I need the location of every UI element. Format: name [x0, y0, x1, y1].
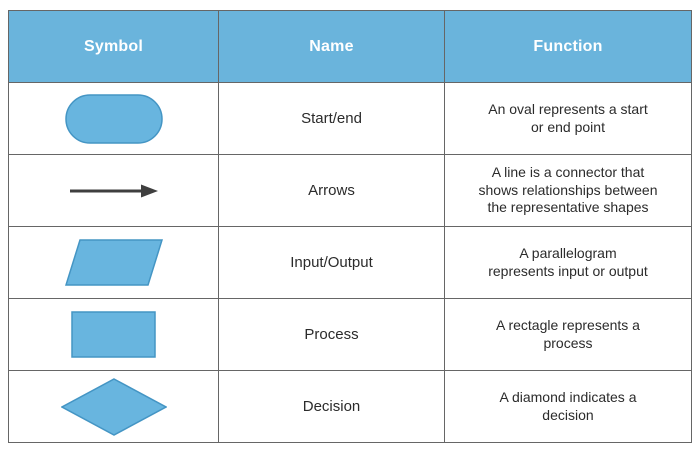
arrow-icon: [69, 183, 158, 199]
table-row-arrows: Arrows A line is a connector that shows …: [9, 155, 691, 227]
symbol-cell: [9, 227, 219, 298]
flowchart-symbols-table: Symbol Name Function Start/end An oval r…: [8, 10, 692, 443]
parallelogram-icon: [64, 239, 163, 286]
name-label: Start/end: [301, 110, 362, 127]
name-label: Input/Output: [290, 254, 373, 271]
column-header-function-label: Function: [533, 37, 603, 55]
symbol-cell: [9, 155, 219, 226]
column-header-symbol-label: Symbol: [84, 37, 143, 55]
name-label: Arrows: [308, 182, 355, 199]
column-header-symbol: Symbol: [9, 11, 219, 82]
table-row-start-end: Start/end An oval represents a start or …: [9, 83, 691, 155]
function-label: A line is a connector that shows relatio…: [478, 163, 658, 216]
oval-icon: [64, 93, 163, 144]
table-header-row: Symbol Name Function: [9, 11, 691, 83]
function-label: An oval represents a start or end point: [488, 100, 648, 135]
name-label: Decision: [302, 398, 361, 415]
rectangle-icon: [71, 311, 156, 358]
function-cell: A line is a connector that shows relatio…: [445, 155, 691, 226]
function-cell: A rectagle represents a process: [445, 299, 691, 370]
diamond-icon: [60, 377, 167, 436]
function-label: A parallelogram represents input or outp…: [488, 244, 648, 279]
name-label: Process: [304, 326, 359, 343]
function-label: A diamond indicates a decision: [499, 388, 637, 423]
symbol-cell: [9, 83, 219, 154]
table-row-process: Process A rectagle represents a process: [9, 299, 691, 371]
name-cell: Arrows: [219, 155, 445, 226]
name-cell: Input/Output: [219, 227, 445, 298]
name-cell: Decision: [219, 371, 445, 442]
table-row-input-output: Input/Output A parallelogram represents …: [9, 227, 691, 299]
symbol-cell: [9, 299, 219, 370]
column-header-name-label: Name: [309, 37, 354, 55]
function-cell: A parallelogram represents input or outp…: [445, 227, 691, 298]
column-header-function: Function: [445, 11, 691, 82]
table-row-decision: Decision A diamond indicates a decision: [9, 371, 691, 442]
name-cell: Process: [219, 299, 445, 370]
symbol-cell: [9, 371, 219, 442]
function-cell: A diamond indicates a decision: [445, 371, 691, 442]
column-header-name: Name: [219, 11, 445, 82]
name-cell: Start/end: [219, 83, 445, 154]
function-cell: An oval represents a start or end point: [445, 83, 691, 154]
function-label: A rectagle represents a process: [496, 316, 640, 351]
